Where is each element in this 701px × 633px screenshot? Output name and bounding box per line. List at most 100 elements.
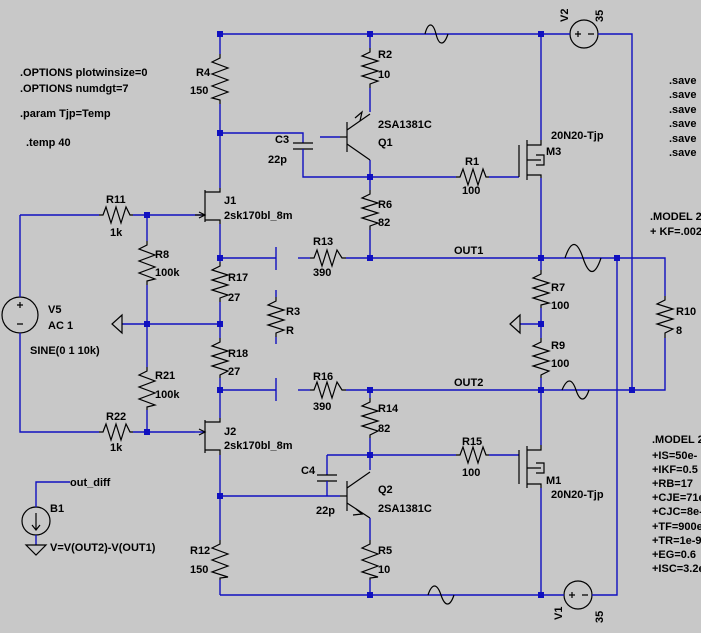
svg-text:100: 100 <box>551 300 569 312</box>
save-list: .save .save .save .save .save .save <box>669 75 697 159</box>
V1-source[interactable] <box>559 580 597 610</box>
svg-text:R7: R7 <box>551 282 565 294</box>
V2-value: 35 <box>594 10 606 22</box>
C3-capacitor[interactable] <box>293 142 313 157</box>
R8-resistor[interactable] <box>137 241 158 285</box>
R21-resistor[interactable] <box>137 367 158 410</box>
svg-text:+RB=17: +RB=17 <box>652 478 693 490</box>
J1-jfet[interactable] <box>195 188 221 224</box>
directive-text: .OPTIONS plotwinsize=0 .OPTIONS numdgt=7… <box>20 67 147 149</box>
R5-resistor[interactable] <box>360 540 380 580</box>
V2-source[interactable] <box>565 19 603 49</box>
net-label-out2: OUT2 <box>454 377 483 389</box>
V5-label: V5 <box>48 304 61 316</box>
svg-text:27: 27 <box>228 292 240 304</box>
ground-symbol-input <box>111 313 123 335</box>
svg-text:+EG=0.6: +EG=0.6 <box>652 549 696 561</box>
svg-text:Q1: Q1 <box>378 137 393 149</box>
svg-text:J2: J2 <box>224 426 236 438</box>
R6-resistor[interactable] <box>359 190 381 230</box>
svg-text:8: 8 <box>676 325 682 337</box>
save-line: .save <box>669 89 697 101</box>
R18-resistor[interactable] <box>209 338 231 378</box>
svg-text:Q2: Q2 <box>378 484 393 496</box>
svg-text:27: 27 <box>228 366 240 378</box>
svg-text:82: 82 <box>378 217 390 229</box>
svg-text:100k: 100k <box>155 389 180 401</box>
R7-resistor[interactable] <box>530 270 552 308</box>
svg-text:M1: M1 <box>546 475 561 487</box>
svg-text:100: 100 <box>462 467 480 479</box>
svg-text:.MODEL 2s: .MODEL 2s <box>650 211 701 223</box>
svg-text:150: 150 <box>190 85 208 97</box>
svg-text:R15: R15 <box>462 436 482 448</box>
svg-text:C4: C4 <box>301 465 316 477</box>
svg-text:R2: R2 <box>378 49 392 61</box>
save-line: .save <box>669 133 697 145</box>
B1-source[interactable] <box>21 492 51 545</box>
svg-text:+TF=900e: +TF=900e <box>652 521 701 533</box>
svg-text:390: 390 <box>313 267 331 279</box>
R9-resistor[interactable] <box>530 338 552 378</box>
R2-resistor[interactable] <box>359 48 381 88</box>
svg-text:+ KF=.0022: + KF=.0022 <box>650 226 701 238</box>
model-text-1: .MODEL 2s + KF=.0022 <box>650 211 701 238</box>
R4-resistor[interactable] <box>209 54 230 104</box>
save-line: .save <box>669 75 697 87</box>
svg-text:J1: J1 <box>224 195 236 207</box>
R16-resistor[interactable] <box>310 379 346 401</box>
svg-text:22p: 22p <box>316 505 335 517</box>
svg-text:R: R <box>286 325 294 337</box>
C4-capacitor[interactable] <box>317 474 337 489</box>
component-labels: R4 150 R2 10 C3 22p 2SA1381C Q1 20N20-Tj… <box>106 49 696 576</box>
R22-resistor[interactable] <box>99 421 133 443</box>
svg-text:R12: R12 <box>190 545 210 557</box>
R10-resistor[interactable] <box>654 296 676 338</box>
svg-text:+ISC=3.2e: +ISC=3.2e <box>652 563 701 575</box>
svg-text:2sk170bl_8m: 2sk170bl_8m <box>224 440 293 452</box>
svg-text:R1: R1 <box>465 156 479 168</box>
svg-text:+CJC=8e-: +CJC=8e- <box>652 506 701 518</box>
R12-resistor[interactable] <box>210 540 230 580</box>
R1-resistor[interactable] <box>456 166 489 188</box>
svg-text:+TR=1e-9: +TR=1e-9 <box>652 535 701 547</box>
V1-value: 35 <box>594 611 606 623</box>
R14-resistor[interactable] <box>359 398 381 438</box>
B1-expr: V=V(OUT2)-V(OUT1) <box>50 542 156 554</box>
svg-text:20N20-Tjp: 20N20-Tjp <box>551 130 604 142</box>
R3-resistor[interactable] <box>265 297 287 337</box>
M1-mosfet[interactable] <box>518 445 545 488</box>
svg-text:R14: R14 <box>378 403 399 415</box>
svg-text:20N20-Tjp: 20N20-Tjp <box>551 489 604 501</box>
svg-text:R10: R10 <box>676 306 696 318</box>
R15-resistor[interactable] <box>456 444 489 466</box>
svg-text:R13: R13 <box>313 236 333 248</box>
svg-text:82: 82 <box>378 423 390 435</box>
directive-opt1: .OPTIONS plotwinsize=0 <box>20 67 147 79</box>
save-line: .save <box>669 147 697 159</box>
V5-sine: SINE(0 1 10k) <box>30 345 100 357</box>
R13-resistor[interactable] <box>310 247 346 269</box>
svg-text:R18: R18 <box>228 348 248 360</box>
M3-mosfet[interactable] <box>518 140 545 180</box>
svg-text:R8: R8 <box>155 249 169 261</box>
svg-text:2sk170bl_8m: 2sk170bl_8m <box>224 210 293 222</box>
svg-text:R11: R11 <box>106 194 126 206</box>
R17-resistor[interactable] <box>209 262 231 302</box>
svg-text:390: 390 <box>313 401 331 413</box>
Q1-transistor[interactable] <box>320 110 371 161</box>
Q2-transistor[interactable] <box>340 471 371 519</box>
ground-symbol-b1 <box>24 544 48 556</box>
B1-label: B1 <box>50 503 64 515</box>
B1-net-label: out_diff <box>70 477 111 489</box>
V5-source[interactable] <box>1 292 39 338</box>
squiggle-mark-4 <box>427 585 455 605</box>
svg-text:R21: R21 <box>155 370 175 382</box>
svg-text:+IKF=0.5: +IKF=0.5 <box>652 464 698 476</box>
R11-resistor[interactable] <box>99 204 133 226</box>
J2-jfet[interactable] <box>198 418 221 455</box>
svg-text:R17: R17 <box>228 272 248 284</box>
svg-text:100: 100 <box>462 185 480 197</box>
svg-text:1k: 1k <box>110 227 123 239</box>
